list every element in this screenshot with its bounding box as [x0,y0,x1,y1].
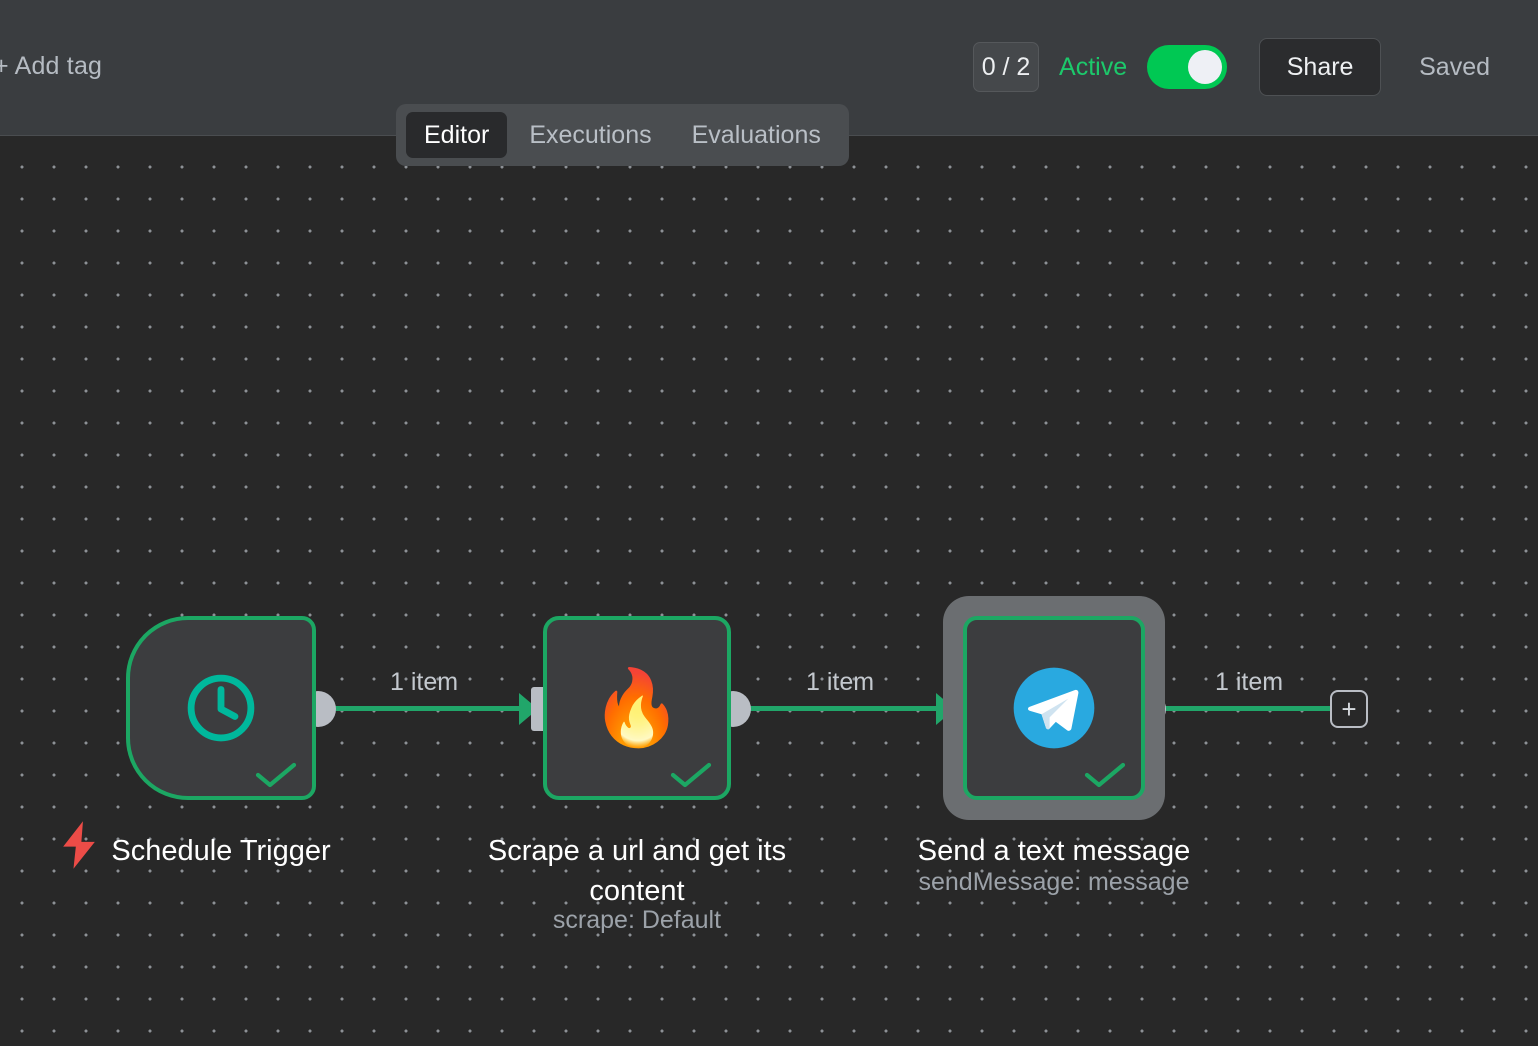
connection-line-3[interactable] [1160,706,1335,711]
fire-icon: 🔥 [590,666,684,749]
node-success-check-icon [670,762,712,788]
share-button[interactable]: Share [1259,38,1382,96]
connection-line-2[interactable] [745,706,945,711]
node-title-scrape-url: Scrape a url and get its content [487,835,787,907]
connection-label-2: 1 item [806,668,875,696]
telegram-icon [1013,667,1095,749]
node-title-schedule-trigger: Schedule Trigger [111,835,331,867]
saved-status-label: Saved [1419,53,1490,81]
add-node-button[interactable]: + [1330,690,1368,728]
active-status-label: Active [1059,53,1128,81]
connection-line-1[interactable] [330,706,526,711]
node-subtitle-scrape-url: scrape: Default [552,906,722,934]
tab-editor[interactable]: Editor [406,112,508,158]
node-success-check-icon [1084,762,1126,788]
header-actions: 0 / 2 Active Share Saved [973,0,1538,136]
node-success-check-icon [255,762,297,788]
tab-evaluations[interactable]: Evaluations [691,120,821,149]
node-subtitle-send-text-message: sendMessage: message [918,868,1190,896]
node-send-text-message[interactable] [963,616,1145,800]
workflow-canvas[interactable]: 1 item 1 item 1 item + Schedule Trigger … [0,137,1538,1046]
workflow-tabs: Editor Executions Evaluations [396,104,849,166]
clock-icon [187,674,255,742]
tab-executions[interactable]: Executions [529,120,652,149]
lightning-bolt-icon [63,821,95,869]
add-tag-button[interactable]: + Add tag [0,52,103,80]
active-toggle-switch[interactable] [1147,45,1228,89]
node-scrape-url[interactable]: 🔥 [543,616,731,800]
node-title-send-text-message: Send a text message [917,835,1191,867]
connection-label-1: 1 item [390,668,459,696]
execution-count-badge: 0 / 2 [973,42,1040,92]
node-schedule-trigger[interactable] [126,616,316,800]
connection-label-3: 1 item [1215,668,1284,696]
